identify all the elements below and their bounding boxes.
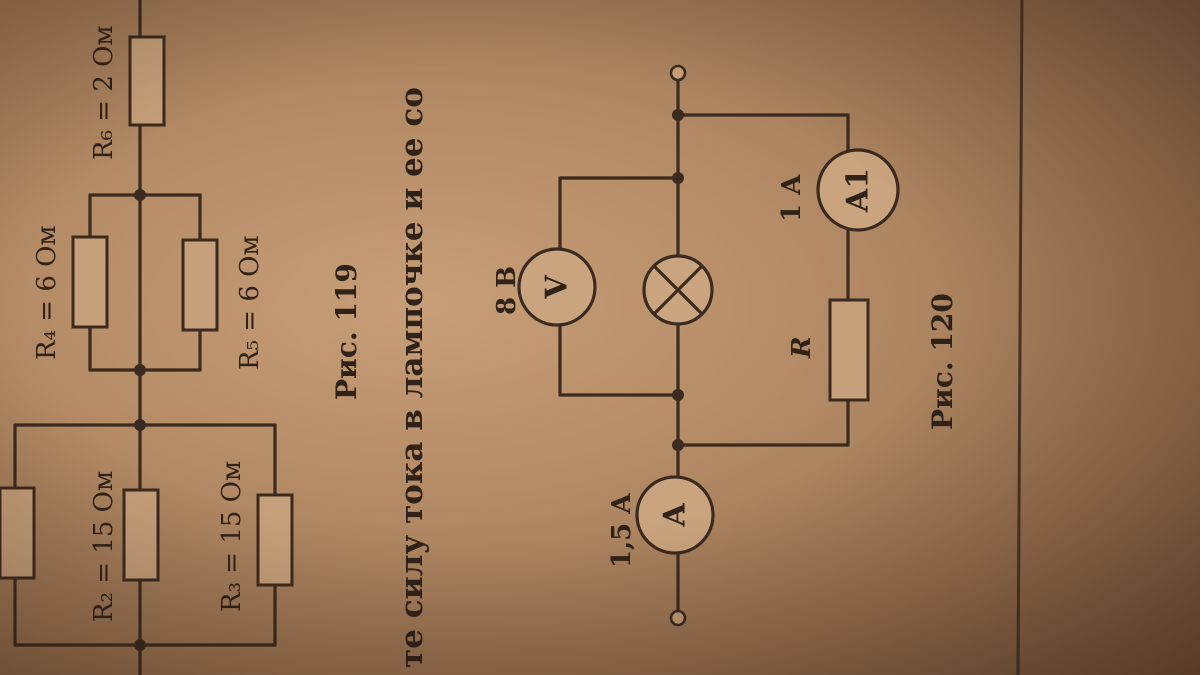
resistor-r1 — [0, 486, 36, 580]
fig119-node — [134, 639, 146, 651]
resistor-r-label: R — [787, 336, 817, 359]
fig120-node — [672, 439, 684, 451]
problem-text-line: те силу тока в лампочке и ее со — [394, 87, 430, 668]
caption-fig-120: Рис. 120 — [926, 293, 959, 430]
resistor-r4 — [71, 235, 109, 329]
resistor-r3 — [256, 493, 294, 587]
label-r5: R₅ = 6 Ом — [235, 235, 265, 370]
page-gutter-line — [1016, 0, 1024, 675]
ammeter-a1-reading: 1 A — [777, 174, 807, 222]
voltmeter-v — [517, 247, 597, 327]
lamp-icon — [642, 254, 714, 326]
output-terminal — [669, 64, 687, 82]
ammeter-a-symbol: A — [658, 503, 693, 528]
ammeter-a-reading: 1,5 A — [607, 493, 637, 568]
voltmeter-reading: 8 В — [492, 266, 522, 315]
label-r3: R₃ = 15 Ом — [217, 461, 247, 612]
figure-120-circuit: A V A1 1,5 A 8 В R 1 A Рис. 120 — [492, 64, 959, 627]
voltmeter-v-symbol: V — [540, 275, 575, 300]
caption-fig-119: Рис. 119 — [330, 263, 363, 400]
resistor-r5 — [181, 238, 219, 332]
resistor-r6 — [128, 35, 166, 127]
fig120-node — [672, 389, 684, 401]
resistor-r2 — [122, 488, 160, 582]
input-terminal — [669, 609, 687, 627]
label-r4: R₄ = 6 Ом — [32, 225, 62, 360]
ammeter-a1-branch-wire — [676, 113, 850, 447]
fig120-node — [672, 172, 684, 184]
label-r6: R₆ = 2 Ом — [89, 25, 119, 160]
ammeter-a1-symbol: A1 — [841, 168, 876, 213]
fig119-node — [134, 419, 146, 431]
label-r2: R₂ = 15 Ом — [89, 471, 119, 622]
figure-119-circuit: R₂ = 15 Ом R₃ = 15 Ом R₄ = 6 Ом R₅ = 6 О… — [0, 0, 363, 675]
ammeter-a — [635, 475, 715, 555]
fig120-node — [672, 109, 684, 121]
resistor-r — [828, 298, 870, 402]
ammeter-a1 — [816, 148, 900, 232]
